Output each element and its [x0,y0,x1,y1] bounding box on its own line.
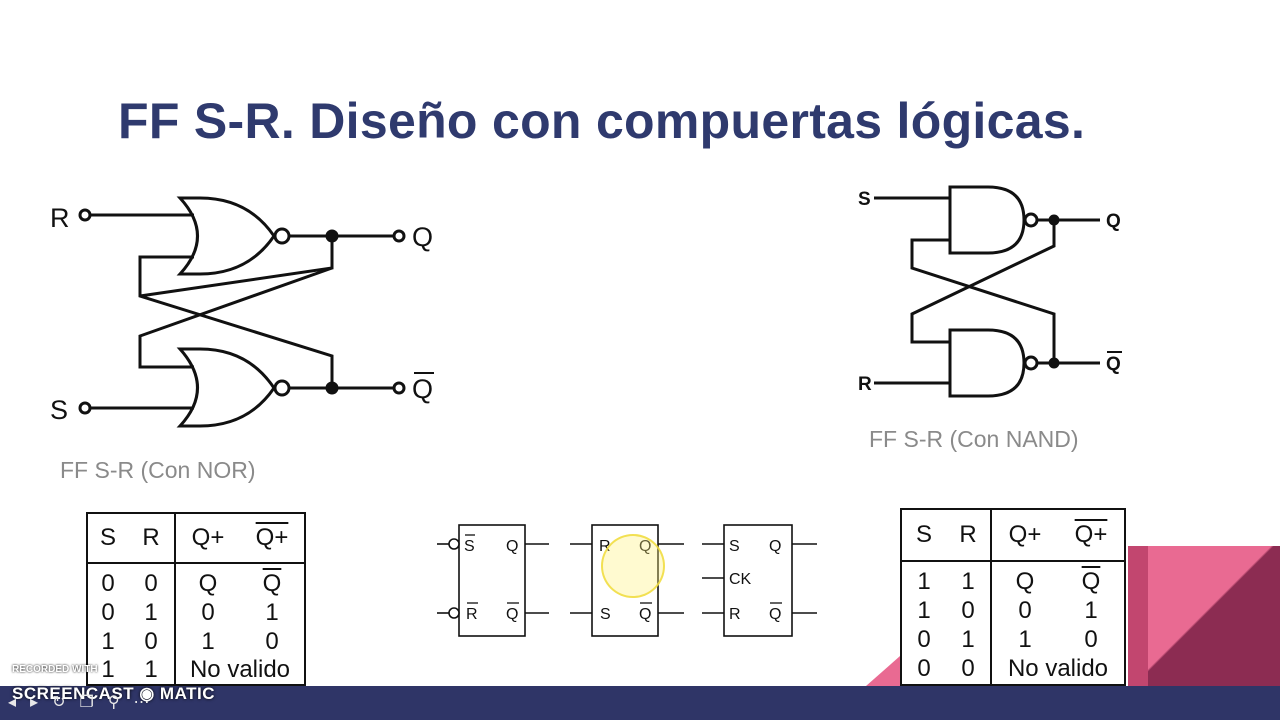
nand-latch [874,185,1100,398]
nor-bubble-bottom [273,379,291,397]
sym1-q: Q [506,538,518,555]
sym3-s: S [729,538,740,555]
nand-label-s: S [858,189,871,210]
nor-bubble-top [273,227,291,245]
nand-th-r: R [946,509,992,561]
nor-gate-bottom [176,347,276,428]
nor-th-s: S [99,524,116,551]
nand-gate-bottom [948,328,1026,398]
nor-latch [78,196,406,428]
pink-triangle-decoration [866,656,900,686]
sym3-ck: CK [729,571,752,588]
prev-icon[interactable]: ◂ [8,694,31,711]
nor-th-qbarplus: Q+ [255,524,289,551]
nor-gate-top [176,196,276,276]
bottom-bar [0,686,1280,720]
slide-title: FF S-R. Diseño con compuertas lógicas. [118,93,1086,149]
nor-label-q: Q [412,222,433,252]
nor-label-r: R [50,203,70,233]
nor-label-s: S [50,395,68,425]
redo-icon[interactable]: ↻ [52,694,80,711]
sym1-qbar: Q [506,606,518,623]
nand-label-q: Q [1106,211,1121,232]
sym1-r: R [466,606,478,623]
nor-th-qplus: Q+ [191,524,225,551]
nand-bubble-top [1023,212,1039,228]
copy-icon[interactable]: ❐ [79,694,108,711]
sym3-q: Q [769,538,781,555]
nand-th-s: S [915,521,932,548]
symbol3-box [723,524,793,637]
more-icon[interactable]: ⋯ [133,694,164,711]
screencast-logo: SCREENCAST ◉ MATIC [12,684,215,703]
input-s-terminal [78,401,92,415]
cursor-highlight [601,534,665,598]
sym2-qbar: Q [639,606,651,623]
sym2-r: R [599,538,611,555]
sym3-r: R [729,606,741,623]
output-q-terminal [392,229,406,243]
recorded-with-label: RECORDED WITH [12,664,98,675]
sym1-s: S [464,538,475,555]
nand-gate-top [948,185,1026,255]
symbol1-box [458,524,526,637]
player-controls[interactable]: ◂▸↻❐⚲⋯ [8,692,164,712]
play-icon[interactable]: ▸ [30,694,53,711]
sym3-qbar: Q [769,606,781,623]
corner-edge-decoration [1128,546,1148,686]
corner-decoration [1128,546,1280,686]
nor-th-r: R [128,513,176,563]
ff-symbols [437,524,817,637]
nand-caption: FF S-R (Con NAND) [869,426,1079,452]
input-r-terminal [78,208,92,222]
nor-caption: FF S-R (Con NOR) [60,457,256,483]
nand-th-qbarplus: Q+ [1074,521,1108,548]
sym2-s: S [600,606,611,623]
nand-label-qbar: Q [1106,354,1121,375]
nand-label-r: R [858,374,872,395]
nand-bubble-bottom [1023,355,1039,371]
output-qbar-terminal [392,381,406,395]
nand-th-qplus: Q+ [1008,521,1042,548]
zoom-icon[interactable]: ⚲ [107,694,134,711]
nor-label-qbar: Q [412,374,433,404]
